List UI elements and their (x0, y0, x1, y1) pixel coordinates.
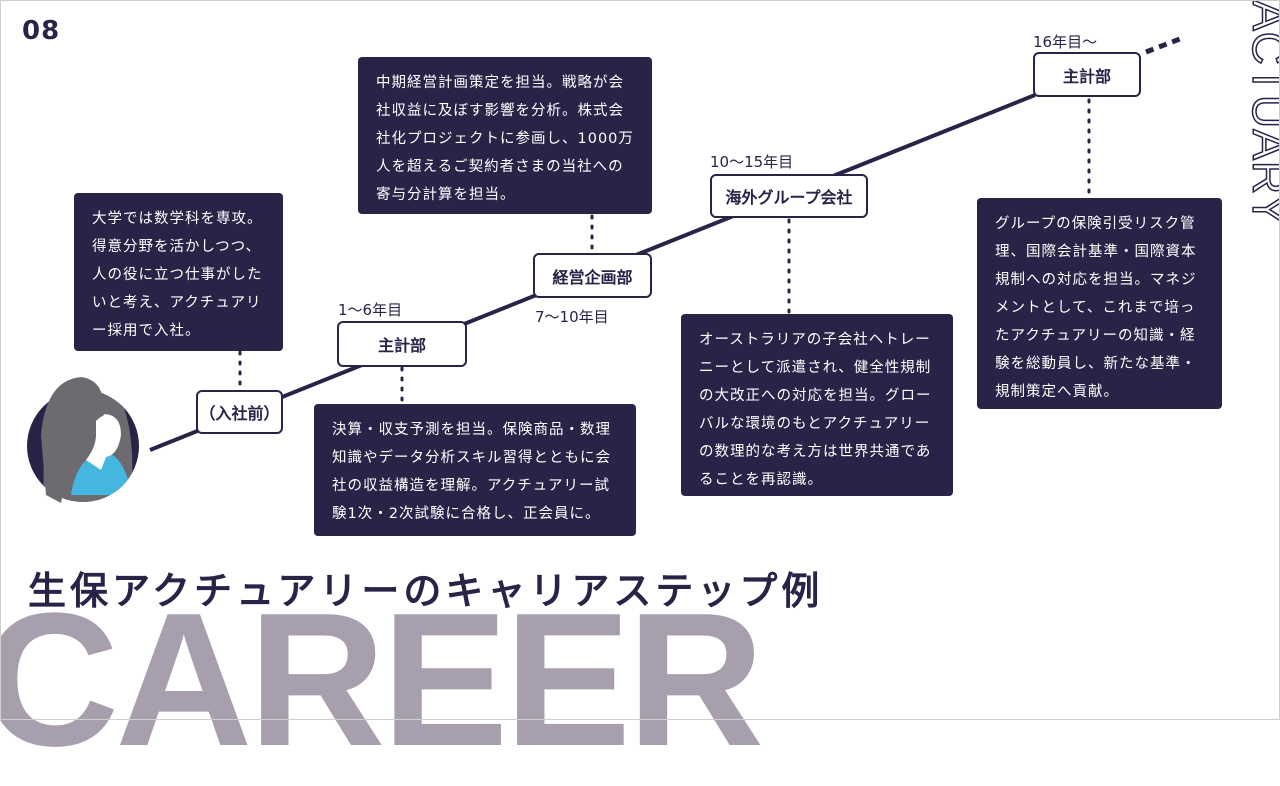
career-line-continuation (1145, 34, 1186, 55)
step-period: 16年目〜 (1033, 33, 1098, 51)
step-period: 1〜6年目 (338, 301, 403, 319)
step-card-accounting: 決算・収支予測を担当。保険商品・数理知識やデータ分析スキル習得とともに会社の収益… (314, 404, 636, 536)
step-period: 7〜10年目 (535, 308, 609, 326)
step-card-overseas: オーストラリアの子会社ヘトレーニーとして派遣され、健全性規制の大改正への対応を担… (681, 314, 953, 496)
page-title: 生保アクチュアリーのキャリアステップ例 (28, 569, 824, 613)
step-card-before-joining: 大学では数学科を専攻。得意分野を活かしつつ、人の役に立つ仕事がしたいと考え、アク… (74, 193, 283, 351)
step-card-accounting-2: グループの保険引受リスク管理、国際会計基準・国際資本規制への対応を担当。マネジメ… (977, 198, 1222, 409)
step-label-accounting-2: 主計部 (1033, 52, 1141, 97)
step-label-planning: 経営企画部 (533, 253, 652, 298)
step-label-before-joining: （入社前） (196, 390, 283, 434)
step-label-accounting: 主計部 (337, 321, 467, 367)
step-label-overseas: 海外グループ会社 (710, 174, 868, 218)
page-number: 08 (22, 16, 61, 46)
avatar-icon (27, 377, 139, 503)
step-card-planning: 中期経営計画策定を担当。戦略が会社収益に及ぼす影響を分析。株式会社化プロジェクト… (358, 57, 652, 214)
step-period: 10〜15年目 (710, 153, 794, 171)
